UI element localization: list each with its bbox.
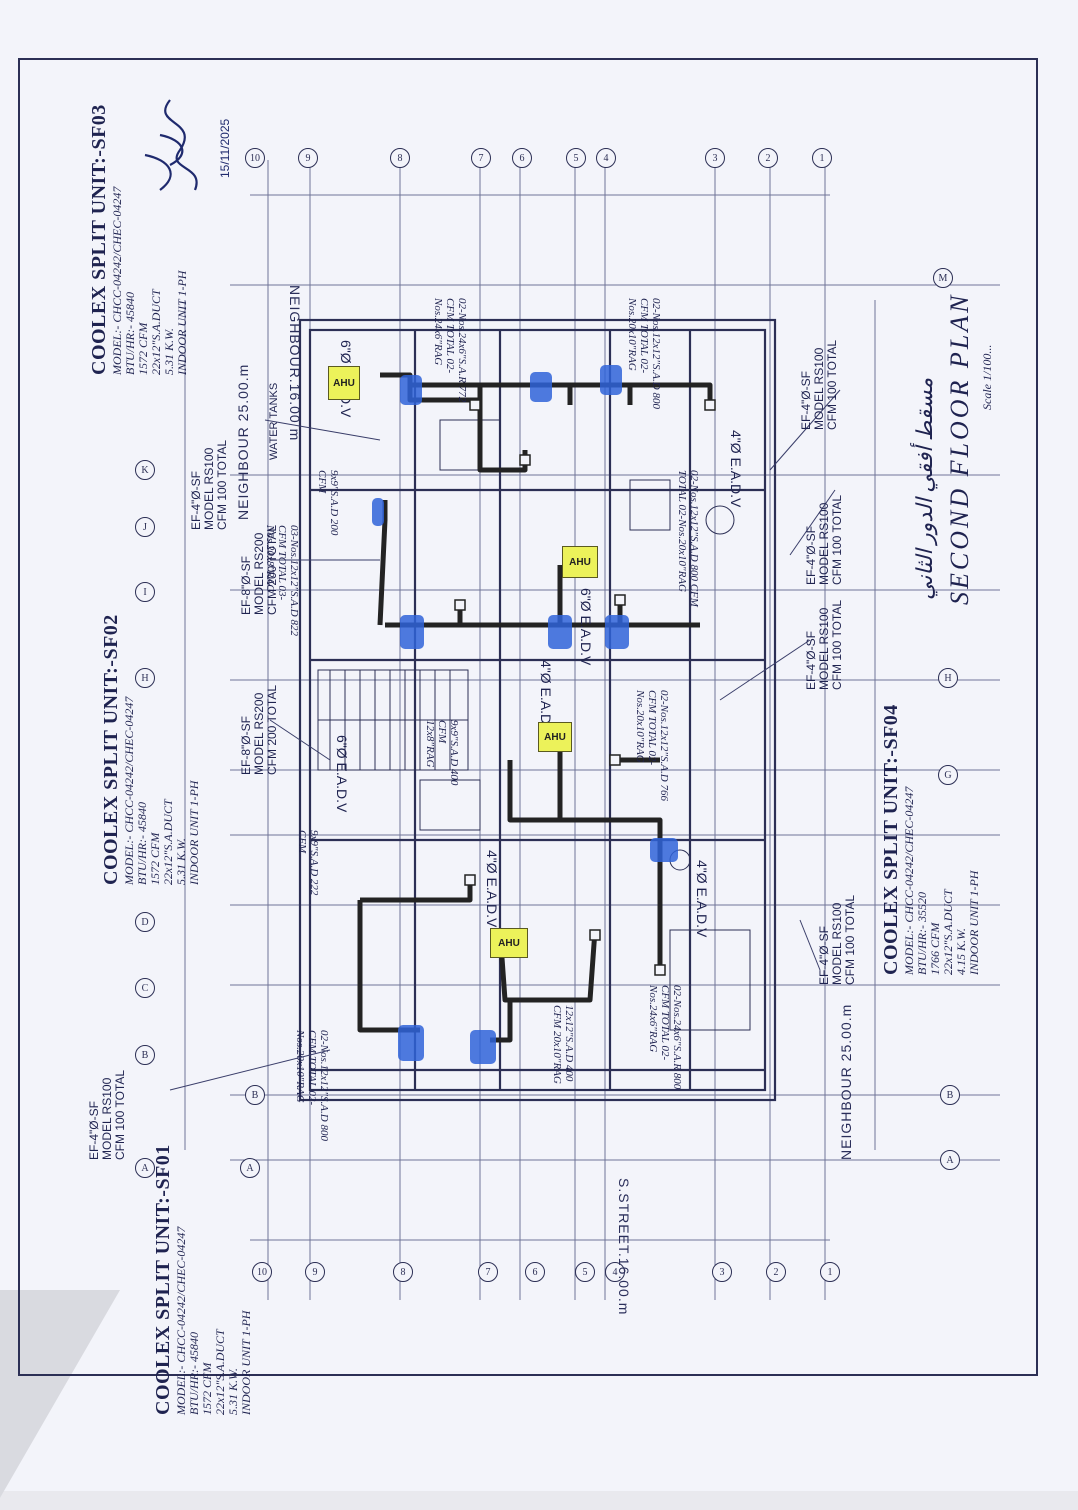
plan-title: SECOND FLOOR PLAN [945, 292, 974, 605]
unit-title: COOLEX SPLIT UNIT:-SF01 [152, 1144, 174, 1415]
diffuser-highlight [470, 1030, 496, 1064]
grid-bubble-row-10-bottom: 10 [252, 1262, 272, 1282]
grid-bubble-H-right: H [938, 668, 958, 688]
ahu-unit-sf04: AHU [562, 546, 598, 578]
unit-block-sf04: COOLEX SPLIT UNIT:-SF04 MODEL:- CHCC-042… [880, 704, 981, 975]
grid-bubble-A-right: A [940, 1150, 960, 1170]
grid-bubble-D: D [135, 912, 155, 932]
drawing-border [18, 58, 1038, 1376]
grid-bubble-row-7: 7 [471, 148, 491, 168]
grid-bubble-B-bottom: B [245, 1085, 265, 1105]
diffuser-highlight [548, 615, 572, 649]
neighbour-label-bottom: NEIGHBOUR 25.00.m [838, 1003, 854, 1160]
grid-bubble-C: C [135, 978, 155, 998]
plan-title-arabic: مسقط أفقي الدور الثاني [912, 377, 937, 600]
grid-bubble-row-1: 1 [812, 148, 832, 168]
grid-bubble-K: K [135, 460, 155, 480]
neighbour-label-top: NEIGHBOUR 25.00.m [235, 363, 251, 520]
eadv-label: 4"Ø E.A.D.V [694, 860, 710, 938]
unit-title: COOLEX SPLIT UNIT:-SF03 [88, 104, 110, 375]
grid-bubble-row-3-bottom: 3 [712, 1262, 732, 1282]
ahu-unit-sf03: AHU [328, 366, 360, 400]
grid-bubble-A-bottom: A [240, 1158, 260, 1178]
diffuser-highlight [398, 1025, 424, 1061]
grid-bubble-row-8: 8 [390, 148, 410, 168]
ahu-unit-sf01: AHU [490, 928, 528, 958]
duct-note: 02-Nos.12x12"S.A.D 800 CFM TOTAL 02-Nos.… [626, 298, 662, 409]
grid-bubble-row-4: 4 [596, 148, 616, 168]
grid-bubble-row-2-bottom: 2 [766, 1262, 786, 1282]
grid-bubble-B-right: B [940, 1085, 960, 1105]
grid-bubble-row-7-bottom: 7 [478, 1262, 498, 1282]
unit-block-sf01: COOLEX SPLIT UNIT:-SF01 MODEL:- CHCC-042… [152, 1144, 253, 1415]
duct-note: 02-Nos.12x12"S.A.D 800 CFM TOTAL 02-Nos.… [676, 470, 700, 607]
grid-bubble-M-right: M [933, 268, 953, 288]
diffuser-highlight [650, 838, 678, 862]
diffuser-highlight [400, 375, 422, 405]
duct-note: 9x9"S.A.D 222 CFM [296, 830, 320, 896]
street-label: S.STREET.16.00.m [616, 1178, 632, 1316]
grid-bubble-row-6: 6 [512, 148, 532, 168]
duct-note: 12x12"S.A.D 400 CFM 20x10"RAG [551, 1005, 575, 1084]
eadv-label: 6"Ø E.A.D.V [578, 588, 594, 666]
grid-bubble-B: B [135, 1045, 155, 1065]
duct-note: 9x9"S.A.D 200 CFM [316, 470, 340, 536]
grid-bubble-A: A [135, 1158, 155, 1178]
water-tanks-label: WATER TANKS [268, 382, 280, 460]
unit-title: COOLEX SPLIT UNIT:-SF02 [100, 614, 122, 885]
grid-bubble-row-9-bottom: 9 [305, 1262, 325, 1282]
grid-bubble-H: H [135, 668, 155, 688]
grid-bubble-row-4-bottom: 4 [605, 1262, 625, 1282]
grid-bubble-row-2: 2 [758, 148, 778, 168]
duct-note: 03-Nos.12x12"S.A.D 822 CFM TOTAL 03-Nos.… [264, 525, 300, 636]
duct-note: 02-Nos.12x12"S.A.D 800 CFM TOTAL 02-Nos.… [294, 1030, 330, 1141]
signature-date: 15/11/2025 [218, 118, 232, 178]
grid-bubble-row-3: 3 [705, 148, 725, 168]
unit-spec: INDOOR UNIT 1-PH [187, 780, 201, 885]
diffuser-highlight [605, 615, 629, 649]
unit-block-sf02: COOLEX SPLIT UNIT:-SF02 MODEL:- CHCC-042… [100, 614, 201, 885]
diffuser-highlight [400, 615, 424, 649]
duct-note: 9x9"S.A.D 400 CFM 12x8"RAG [424, 720, 460, 786]
scale-label: Scale 1/100... [980, 344, 994, 410]
eadv-label: 4"Ø E.A.D.V [484, 850, 500, 928]
unit-title: COOLEX SPLIT UNIT:-SF04 [880, 704, 902, 975]
grid-bubble-G-right: G [938, 765, 958, 785]
grid-bubble-row-5: 5 [566, 148, 586, 168]
grid-bubble-J: J [135, 517, 155, 537]
duct-note: 02-Nos.24x6"S.A.R 800 CFM TOTAL 02-Nos.2… [647, 985, 683, 1090]
grid-bubble-I: I [135, 582, 155, 602]
unit-spec: INDOOR UNIT 1-PH [967, 870, 981, 975]
grid-bubble-row-6-bottom: 6 [525, 1262, 545, 1282]
grid-bubble-row-10: 10 [245, 148, 265, 168]
duct-note: 02-Nos.24x6"S.A.R 772 CFM TOTAL 02-Nos.2… [432, 298, 468, 403]
eadv-label: 6"Ø E.A.D.V [334, 735, 350, 813]
diffuser-highlight [372, 498, 384, 526]
unit-spec: INDOOR UNIT 1-PH [239, 1310, 253, 1415]
eadv-label: 4"Ø E.A.D.V [728, 430, 744, 508]
grid-bubble-row-1-bottom: 1 [820, 1262, 840, 1282]
grid-bubble-row-8-bottom: 8 [393, 1262, 413, 1282]
diffuser-highlight [600, 365, 622, 395]
diffuser-highlight [530, 372, 552, 402]
duct-note: 02-Nos.12x12"S.A.D 766 CFM TOTAL 02-Nos.… [634, 690, 670, 801]
grid-bubble-row-9: 9 [298, 148, 318, 168]
engineer-signature [144, 99, 198, 191]
grid-bubble-row-5-bottom: 5 [575, 1262, 595, 1282]
ahu-unit-sf02: AHU [538, 722, 572, 752]
neighbour-label-right: NEIGHBOUR.16.00 m [287, 285, 303, 442]
